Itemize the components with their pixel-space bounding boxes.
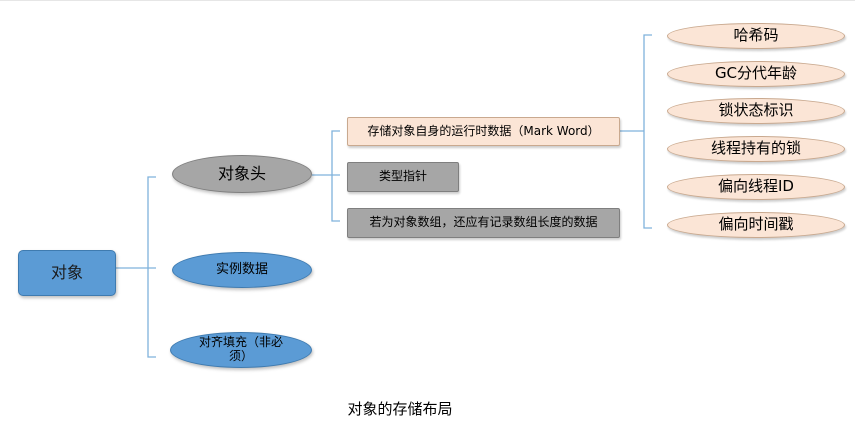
top-divider — [0, 0, 855, 1]
connector-header — [312, 130, 340, 222]
connector-markword — [620, 34, 652, 229]
node-mark-word: 存储对象自身的运行时数据（Mark Word） — [347, 117, 620, 146]
connector-root — [116, 176, 156, 358]
node-lock-state: 锁状态标识 — [667, 98, 845, 124]
node-thread-lock: 线程持有的锁 — [667, 136, 845, 162]
node-array-length: 若为对象数组，还应有记录数组长度的数据 — [347, 208, 620, 238]
node-type-pointer: 类型指针 — [347, 162, 459, 192]
node-biased-timestamp: 偏向时间戳 — [667, 212, 845, 238]
node-object-header: 对象头 — [172, 155, 312, 193]
diagram-caption: 对象的存储布局 — [347, 400, 453, 418]
node-hash-code: 哈希码 — [667, 23, 845, 49]
node-instance-data: 实例数据 — [172, 252, 312, 288]
node-gc-age: GC分代年龄 — [667, 61, 845, 87]
node-biased-thread-id: 偏向线程ID — [667, 174, 845, 200]
root-node-object: 对象 — [18, 250, 116, 296]
node-alignment-padding: 对齐填充（非必须） — [170, 332, 312, 368]
